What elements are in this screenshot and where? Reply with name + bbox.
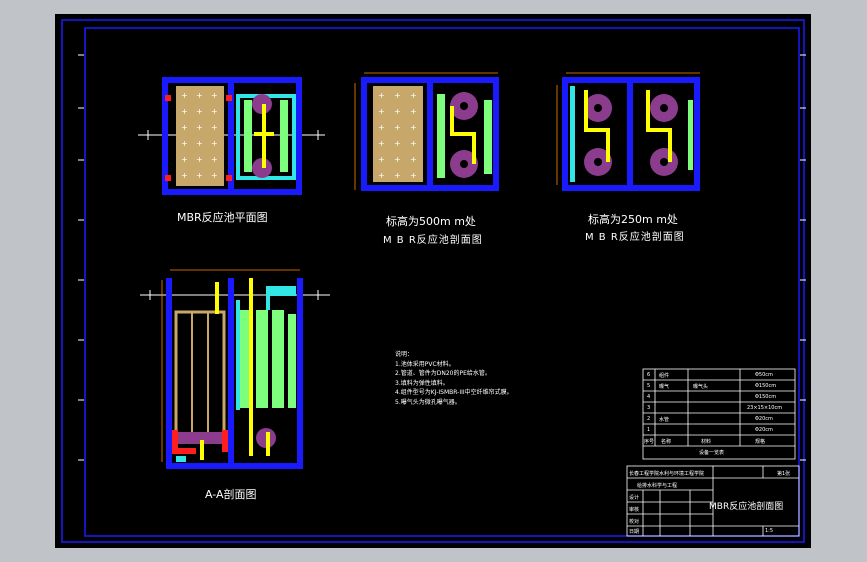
scale-value: 1:5 [765,528,774,534]
svg-text:+: + [196,123,203,132]
svg-text:+: + [410,123,417,132]
svg-text:+: + [394,107,401,116]
svg-text:+: + [410,91,417,100]
svg-text:+: + [394,91,401,100]
svg-text:+: + [378,107,385,116]
header-material: 材料 [701,439,712,445]
border-ticks [78,54,806,461]
section250-view [556,72,700,191]
svg-text:+: + [211,91,218,100]
svg-text:+: + [211,107,218,116]
svg-text:+: + [196,155,203,164]
svg-text:+: + [181,91,188,100]
plan-view-caption: MBR反应池平面图 [177,211,268,224]
cell-no: 5 [647,383,651,389]
project-name: 给排水科学与工程 [637,483,678,489]
svg-text:+: + [211,139,218,148]
svg-text:+: + [211,171,218,180]
cell-spec: Φ150cm [755,383,777,389]
svg-text:+: + [378,155,385,164]
svg-text:+: + [394,171,401,180]
cell-spec: Φ20cm [755,416,773,422]
svg-text:+: + [394,139,401,148]
svg-text:+: + [211,123,218,132]
header-no: 序号 [644,439,655,445]
section500-view: + + + + + + + + + + + + + + + + + + [354,72,499,191]
svg-text:+: + [410,171,417,180]
section-aa-view [140,269,330,469]
cell-spec: Φ20cm [755,427,773,433]
svg-text:+: + [181,171,188,180]
notes-block: 说明： 1.池体采用PVC材料。 2.管道、管件为DN20的PE给水管。 3.填… [395,350,513,407]
cell-spec: Φ150cm [755,394,777,400]
section250-caption-line2: M B R反应池剖面图 [585,232,685,243]
cell-no: 3 [647,405,651,411]
title-row-label: 审核 [629,507,640,513]
inner-border [84,27,800,537]
section250-caption-line1: 标高为250m m处 [588,213,678,226]
title-row-label: 校对 [629,519,640,525]
cell-no: 6 [647,372,651,378]
cell-no: 4 [647,394,651,400]
svg-text:+: + [378,91,385,100]
plan-membrane-tank [176,86,224,186]
cell-material: 曝气头 [693,384,709,390]
header-spec: 规格 [755,439,766,445]
drawing-title: MBR反应池剖面图 [709,502,784,512]
svg-text:+: + [196,91,203,100]
svg-text:+: + [394,123,401,132]
cell-spec: 23×15×10cm [747,405,783,411]
title-block: 长春工程学院水利与环境工程学院 给排水科学与工程 MBR反应池剖面图 设计 审核… [627,466,799,536]
svg-text:+: + [378,123,385,132]
cell-name: 水管 [659,417,670,423]
svg-text:+: + [410,107,417,116]
svg-text:+: + [378,171,385,180]
svg-text:+: + [196,171,203,180]
svg-text:+: + [196,107,203,116]
svg-text:+: + [181,107,188,116]
note-item: 5.曝气头为微孔曝气器。 [395,398,461,406]
svg-text:+: + [181,139,188,148]
s500-membrane-tank [373,86,423,182]
cell-spec: Φ50cm [755,372,773,378]
svg-text:+: + [211,155,218,164]
notes-title: 说明： [395,351,414,358]
cell-no: 1 [647,427,651,433]
note-item: 4.组件型号为KJ-ISMBR-III中空纤维帘式膜。 [395,389,513,396]
svg-text:+: + [410,139,417,148]
title-block-grid [626,465,800,537]
parts-table-grid [642,368,796,460]
svg-text:+: + [181,123,188,132]
svg-text:+: + [196,139,203,148]
cell-name: 组件 [659,373,670,379]
section-aa-caption: A-A剖面图 [205,488,257,501]
cell-name: 曝气 [659,384,670,390]
svg-text:+: + [394,155,401,164]
plan-view: + + + + + + + + + + + + + + + + + + [138,77,325,195]
title-row-label: 设计 [629,495,640,501]
cell-no: 2 [647,416,651,422]
note-item: 2.管道、管件为DN20的PE给水管。 [395,370,491,377]
section500-caption-line1: 标高为500m m处 [386,215,476,228]
section500-caption-line2: M B R反应池剖面图 [383,235,483,246]
school-name: 长春工程学院水利与环境工程学院 [629,471,705,477]
note-item: 3.填料为弹性填料。 [395,379,449,387]
header-name: 名称 [661,439,672,445]
title-row-label: 日期 [629,529,640,535]
outer-border [61,19,805,543]
svg-text:+: + [181,155,188,164]
svg-text:+: + [378,139,385,148]
note-item: 1.池体采用PVC材料。 [395,360,455,368]
sheet-number: 第1张 [777,471,791,477]
svg-text:+: + [410,155,417,164]
parts-table-caption: 设备一览表 [699,450,725,456]
